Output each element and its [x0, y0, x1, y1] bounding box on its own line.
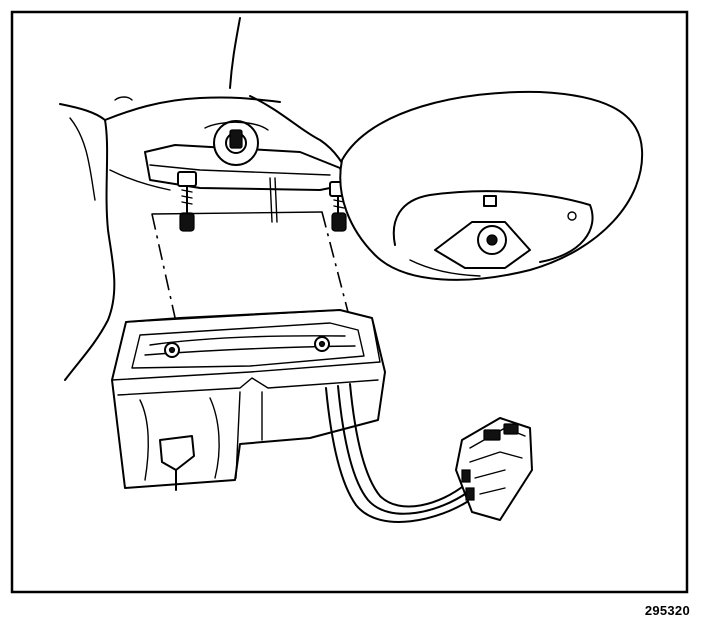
alignment-lines — [151, 211, 349, 323]
mounting-bracket — [144, 120, 346, 223]
figure-frame — [10, 10, 689, 594]
electrical-connector — [455, 417, 533, 521]
figure-number: 295320 — [644, 603, 690, 618]
tray-assembly — [111, 309, 386, 491]
wiring-harness — [325, 383, 471, 523]
bolt-left — [177, 171, 197, 232]
spare-tire — [339, 90, 644, 281]
